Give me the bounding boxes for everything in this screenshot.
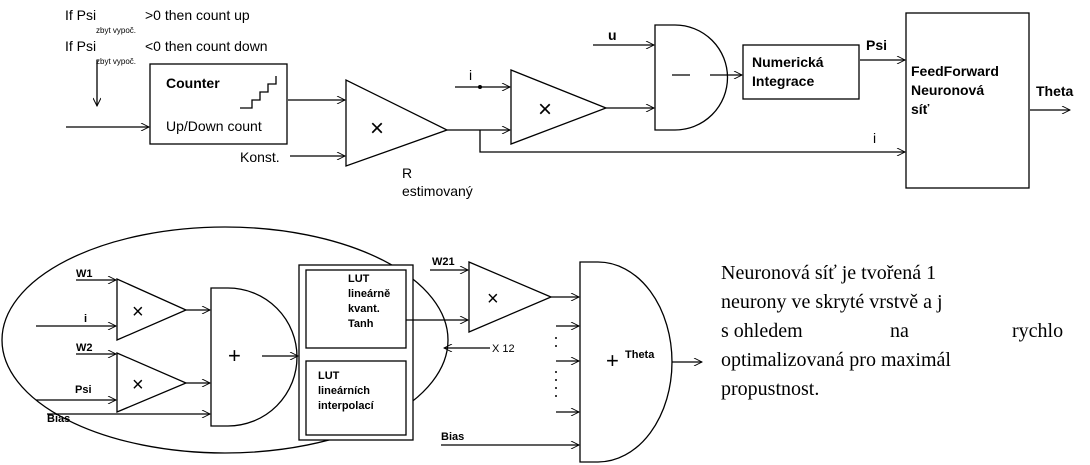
description-paragraph: Neuronová síť je tvořená 1 neurony ve sk… — [721, 262, 1063, 400]
para-line3c: rychlo — [1012, 320, 1063, 342]
integration-line2: Integrace — [752, 73, 814, 89]
subtractor — [654, 24, 729, 131]
lut-interp-box — [305, 360, 407, 436]
para-line1: Neuronová síť je tvořená 1 — [721, 262, 936, 284]
lut-interp-l1: LUT — [318, 370, 340, 382]
r-sub: estimovaný — [402, 183, 473, 199]
adder-1 — [210, 287, 298, 427]
ff-line2: Neuronová — [911, 82, 984, 98]
bias-label-2: Bias — [441, 431, 464, 443]
theta-out-label: Theta — [625, 349, 655, 361]
w1-label: W1 — [76, 268, 93, 280]
i-label-bottom: i — [873, 130, 876, 146]
junction-dot — [478, 85, 482, 89]
ff-line3: síť — [911, 101, 930, 117]
plus-sign-1: + — [228, 343, 241, 368]
multiply-sign-w21: × — [487, 288, 499, 310]
para-line3a: s ohledem — [721, 320, 803, 342]
i-input-label: i — [84, 313, 87, 325]
counter-mode: Up/Down count — [166, 118, 262, 134]
ff-line1: FeedForward — [911, 63, 999, 79]
multiplier-w2 — [116, 352, 188, 413]
lut-tanh-l2: lineárně — [348, 288, 390, 300]
lut-interp-l3: interpolací — [318, 400, 375, 412]
lut-interp-l2: lineárních — [318, 385, 370, 397]
counter-title: Counter — [166, 75, 220, 91]
staircase-icon — [240, 76, 277, 109]
lut-tanh-l1: LUT — [348, 273, 370, 285]
bottom-diagram: W1 i W2 Psi Bias × × + LUT lineárně kvan… — [1, 226, 702, 463]
konst-label: Konst. — [240, 149, 280, 165]
cond-down-sub: zbyt vypoč. — [96, 57, 136, 66]
bias-label-1: Bias — [47, 413, 70, 425]
integration-box — [742, 44, 860, 100]
lut-tanh-box — [305, 269, 407, 349]
para-line4: optimalizovaná pro maximál — [721, 349, 951, 371]
multiply-sign-w2: × — [132, 374, 144, 396]
psi-input-label: Psi — [75, 384, 92, 396]
multiplier-r — [345, 78, 449, 167]
psi-label: Psi — [866, 37, 887, 53]
multiplier-w1 — [116, 277, 188, 341]
integration-line1: Numerická — [752, 54, 824, 70]
multiply-sign-w1: × — [132, 301, 144, 323]
adder-2 — [579, 261, 673, 463]
para-line5: propustnost. — [721, 378, 819, 400]
multiply-sign: × — [370, 115, 384, 142]
counter-box — [149, 63, 288, 145]
neuron-ellipse — [1, 226, 449, 454]
i-label-top: i — [469, 67, 472, 83]
lut-tanh-l3: kvant. — [348, 303, 380, 315]
lut-tanh-l4: Tanh — [348, 318, 374, 330]
x12-label: X 12 — [492, 343, 515, 355]
r-label: R — [402, 165, 412, 181]
r-to-ff-arrow — [479, 130, 905, 152]
theta-label: Theta — [1036, 83, 1074, 99]
para-line2: neurony ve skryté vrstvě a j — [721, 291, 943, 313]
cond-down-prefix: If Psi — [65, 38, 96, 54]
cond-up-prefix: If Psi — [65, 7, 96, 23]
cond-up-text: >0 then count up — [145, 7, 250, 23]
ellipsis-dots — [555, 337, 557, 397]
cond-up-sub: zbyt vypoč. — [96, 26, 136, 35]
w2-label: W2 — [76, 342, 93, 354]
para-line3b: na — [890, 320, 909, 342]
multiply-sign-2: × — [538, 96, 552, 123]
w21-label: W21 — [432, 256, 455, 268]
cond-down-text: <0 then count down — [145, 38, 268, 54]
multiplier-2 — [510, 69, 608, 145]
feedforward-box — [905, 12, 1030, 189]
plus-sign-2: + — [606, 348, 619, 373]
top-diagram: If Psi zbyt vypoč. >0 then count up If P… — [65, 7, 1074, 199]
u-label: u — [608, 27, 617, 43]
multiplier-w21 — [468, 261, 553, 333]
